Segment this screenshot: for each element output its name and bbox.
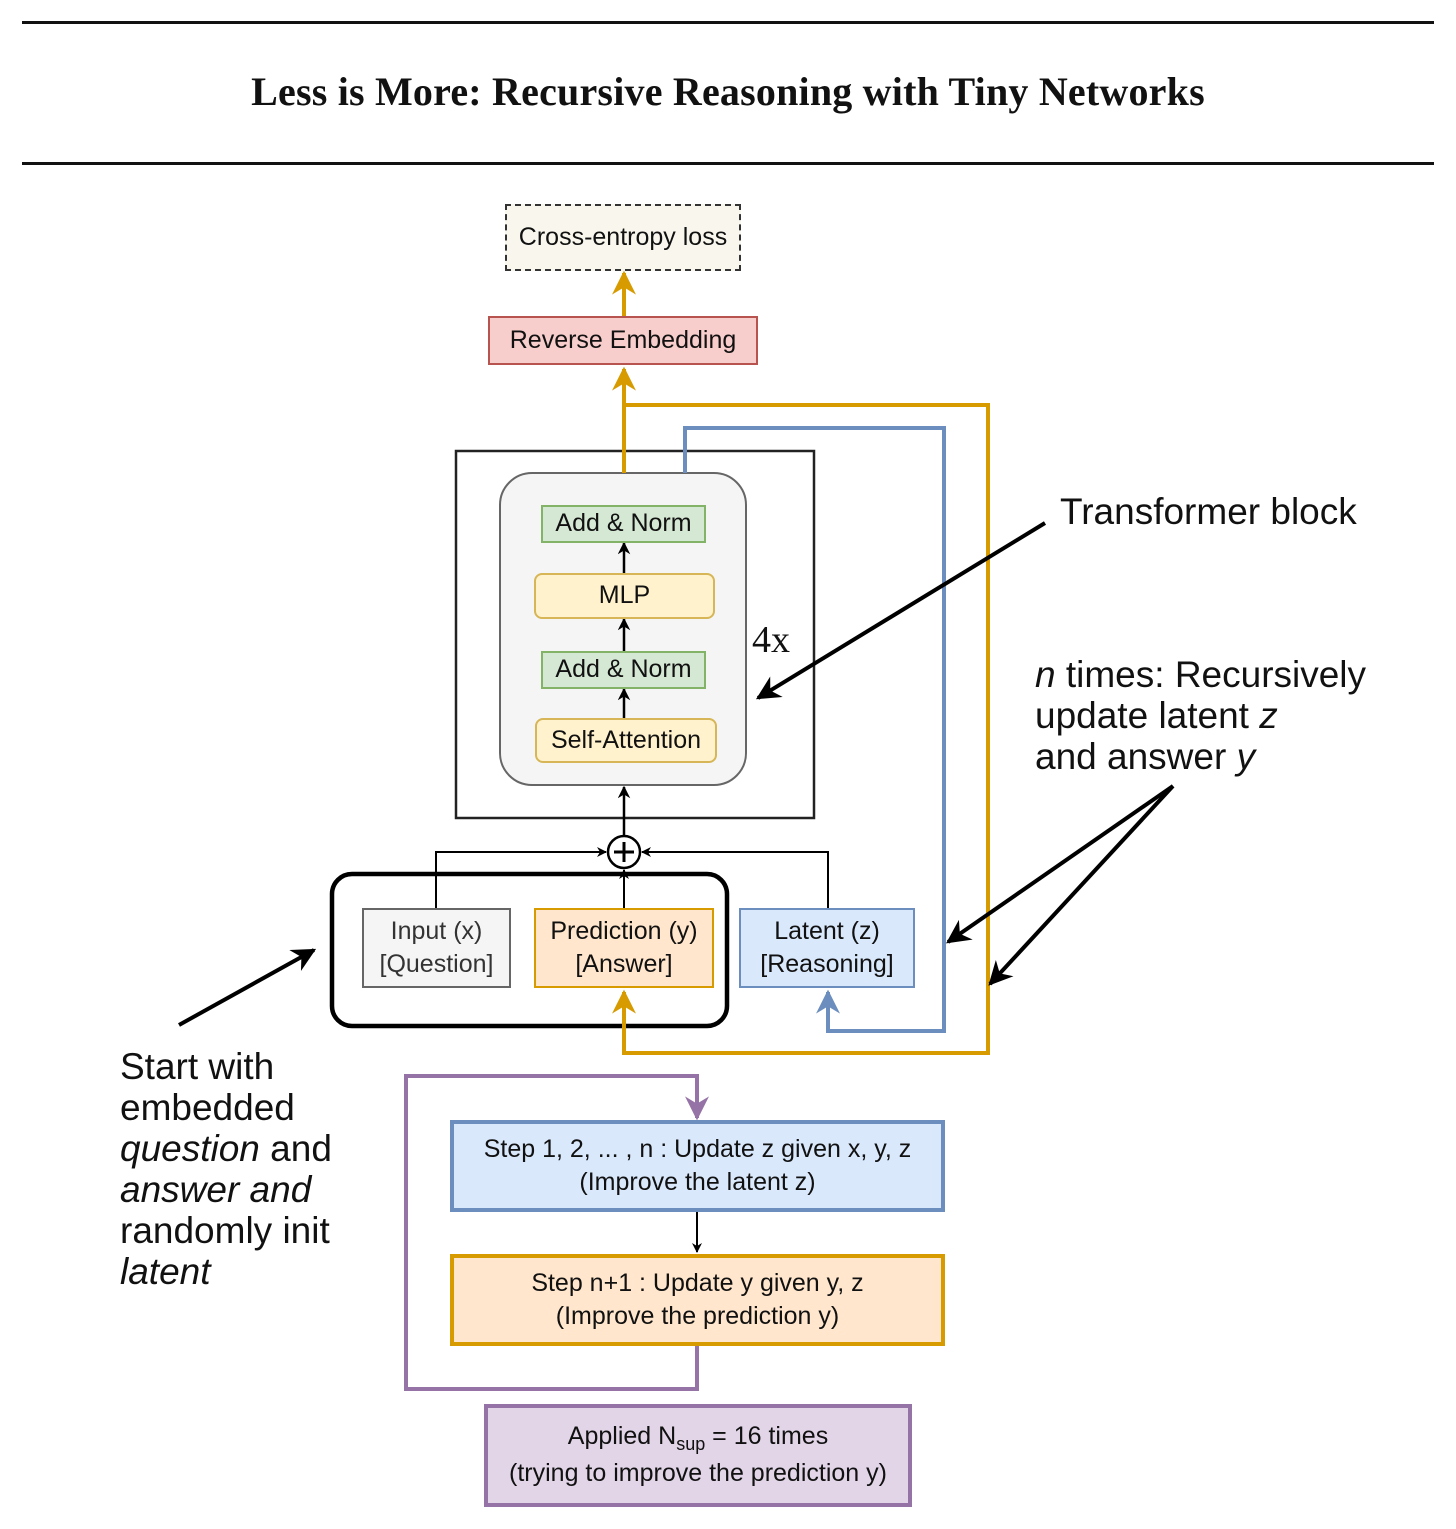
- prediction-line1: Prediction (y): [550, 916, 698, 945]
- paper-title: Less is More: Recursive Reasoning with T…: [251, 69, 1205, 114]
- arrow-transformer-annotation: [755, 521, 1047, 700]
- applied-suffix: = 16 times: [705, 1422, 829, 1451]
- add-norm-bottom-label: Add & Norm: [555, 655, 692, 684]
- step-update-z-node: Step 1, 2, ... , n : Update z given x, y…: [450, 1120, 945, 1212]
- arrow-input-to-sum: [435, 847, 607, 908]
- reverse-embedding-label: Reverse Embedding: [509, 325, 737, 354]
- cross-entropy-loss-label: Cross-entropy loss: [518, 222, 728, 251]
- step-z-line2: (Improve the latent z): [579, 1168, 816, 1196]
- applied-line2: (trying to improve the prediction y): [509, 1459, 887, 1488]
- self-attention-label: Self-Attention: [550, 725, 702, 754]
- start-line5: randomly init: [120, 1210, 330, 1251]
- transformer-block-annotation-text: Transformer block: [1060, 491, 1357, 532]
- transformer-frame: [454, 449, 816, 820]
- blue-feedback-loop: [683, 426, 946, 1033]
- input-line2: [Question]: [379, 950, 494, 978]
- input-x-node: Input (x) [Question]: [362, 908, 511, 988]
- recursion-y: y: [1236, 736, 1256, 777]
- step-y-line1: Step n+1 : Update y given y, z: [531, 1268, 864, 1297]
- latent-z-node: Latent (z) [Reasoning]: [739, 908, 915, 988]
- reverse-embedding-node: Reverse Embedding: [488, 316, 758, 365]
- purple-loop: [404, 1074, 709, 1391]
- recursion-line3: and answer: [1035, 736, 1237, 777]
- add-norm-top-node: Add & Norm: [541, 505, 706, 543]
- arrow-latent-to-sum: [641, 847, 829, 908]
- start-line3-rest: and: [259, 1128, 332, 1169]
- add-norm-top-label: Add & Norm: [555, 509, 692, 538]
- latent-line1: Latent (z): [774, 916, 880, 945]
- recursion-line1: times: Recursively: [1055, 654, 1367, 695]
- arrow-recursion-to-orange: [988, 784, 1175, 986]
- add-norm-bottom-node: Add & Norm: [541, 651, 706, 689]
- repeat-4x-label: 4x: [752, 619, 790, 661]
- step-y-line2: (Improve the prediction y): [555, 1302, 840, 1330]
- orange-feedback-loop: [612, 403, 990, 1055]
- recursion-z: z: [1259, 695, 1278, 736]
- recursion-n: n: [1035, 654, 1056, 695]
- top-rule: [22, 21, 1434, 24]
- applied-subscript: sup: [676, 1434, 706, 1455]
- arrow-start-annotation: [178, 948, 317, 1027]
- cross-entropy-loss-node: Cross-entropy loss: [505, 204, 741, 271]
- bottom-rule: [22, 162, 1434, 165]
- applied-line1: Applied Nsup = 16 times: [568, 1420, 828, 1457]
- mlp-node: MLP: [534, 573, 715, 619]
- prediction-y-node: Prediction (y) [Answer]: [534, 908, 714, 988]
- start-line6: latent: [120, 1251, 211, 1292]
- start-line1: Start with: [120, 1046, 275, 1087]
- prediction-line2: [Answer]: [575, 950, 673, 978]
- latent-line2: [Reasoning]: [760, 950, 894, 978]
- transformer-block-annotation: Transformer block: [1060, 491, 1357, 532]
- start-line2: embedded: [120, 1087, 295, 1128]
- start-line3-italic: question: [120, 1128, 260, 1169]
- input-group-frame: [329, 871, 730, 1029]
- applied-prefix: Applied N: [567, 1422, 677, 1451]
- recursion-annotation: n times: Recursively update latent z and…: [1035, 654, 1366, 777]
- step-z-line1: Step 1, 2, ... , n : Update z given x, y…: [483, 1134, 912, 1163]
- self-attention-node: Self-Attention: [535, 718, 717, 763]
- input-line1: Input (x): [390, 916, 483, 945]
- arrow-recursion-to-blue: [946, 784, 1175, 944]
- start-annotation: Start with embedded question and answer …: [120, 1046, 332, 1292]
- mlp-label: MLP: [598, 581, 651, 610]
- recursion-line2: update latent: [1035, 695, 1260, 736]
- step-update-y-node: Step n+1 : Update y given y, z (Improve …: [450, 1254, 945, 1346]
- start-line4: answer and: [120, 1169, 312, 1210]
- applied-nsup-node: Applied Nsup = 16 times (trying to impro…: [484, 1404, 912, 1507]
